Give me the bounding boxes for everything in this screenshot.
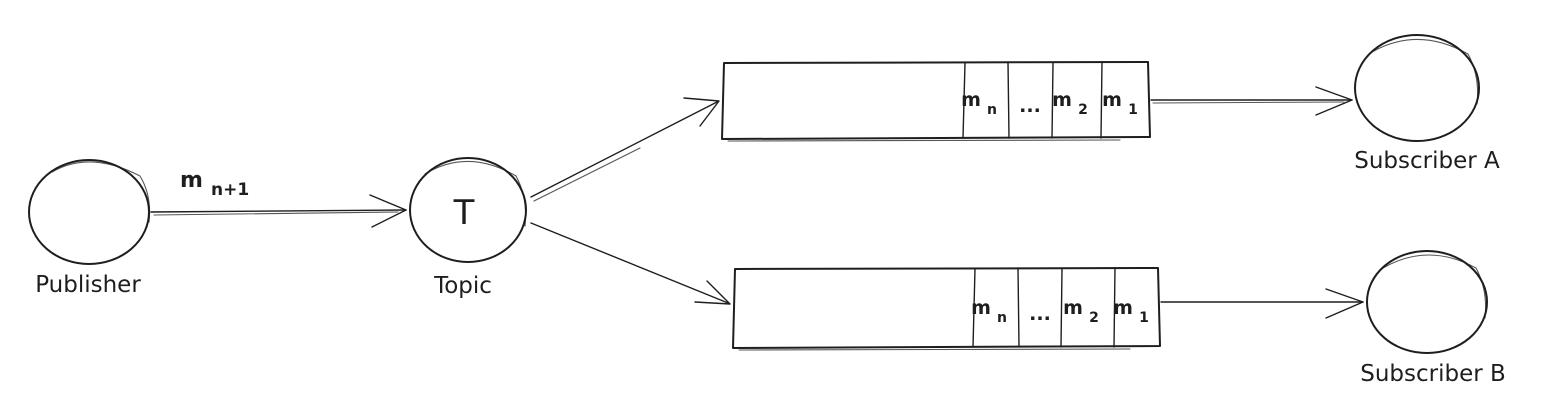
queue-b-cell-ellipsis: ... xyxy=(1029,303,1051,325)
queue-a-cell-m2: m 2 xyxy=(1052,89,1088,118)
queue-b-sketch-stroke xyxy=(738,348,1131,351)
publisher-label: Publisher xyxy=(35,272,141,298)
topic-to-queue-a-arrow xyxy=(530,97,720,202)
topic-label: Topic xyxy=(433,273,492,299)
subscriber-a-node: Subscriber A xyxy=(1354,34,1500,174)
topic-to-queue-b-arrow xyxy=(530,222,731,305)
queue-b: m n ... m 2 m 1 xyxy=(732,267,1161,351)
subscriber-b-node: Subscriber B xyxy=(1360,250,1506,387)
publish-message-label: m n+1 xyxy=(180,168,249,200)
subscriber-b-sketch-stroke xyxy=(1382,254,1487,319)
queue-a: m n ... m 2 m 1 xyxy=(721,61,1151,142)
publish-arrowhead-icon xyxy=(369,194,407,228)
queue-a-cell-dividers xyxy=(962,61,1103,139)
subscriber-a-label: Subscriber A xyxy=(1354,148,1500,174)
publisher-circle-sketch-stroke xyxy=(51,161,151,223)
fanout-bottom-arrowhead-icon xyxy=(694,280,731,305)
deliver-a-arrowhead-icon xyxy=(1315,86,1353,116)
queue-b-cell-dividers xyxy=(972,267,1116,348)
topic-symbol: T xyxy=(453,193,475,233)
subscriber-a-circle xyxy=(1354,34,1480,142)
fanout-top-line-double xyxy=(533,147,641,202)
subscriber-b-circle xyxy=(1366,250,1488,354)
subscriber-a-sketch-stroke xyxy=(1371,38,1479,105)
publisher-circle xyxy=(28,159,150,265)
fanout-bottom-line xyxy=(530,222,729,304)
queue-a-sketch-stroke xyxy=(727,139,1121,142)
queue-b-box xyxy=(732,267,1161,349)
publish-arrow-line-double xyxy=(153,211,399,216)
publisher-node: Publisher xyxy=(28,159,151,298)
queue-a-cell-mn: m n xyxy=(961,89,997,118)
queue-a-cell-ellipsis: ... xyxy=(1019,95,1041,117)
queue-b-to-subscriber-b-arrow xyxy=(1160,288,1364,319)
queue-a-to-subscriber-a-arrow xyxy=(1150,86,1353,116)
publish-arrow-line xyxy=(150,209,407,213)
fanout-top-arrowhead-icon xyxy=(683,97,720,127)
publish-message-base: m xyxy=(180,168,203,193)
queue-a-cell-m1: m 1 xyxy=(1102,89,1138,118)
deliver-a-line-double xyxy=(1152,101,1345,104)
deliver-b-arrowhead-icon xyxy=(1325,288,1364,319)
topic-node: T Topic xyxy=(409,157,527,299)
queue-b-cell-m2: m 2 xyxy=(1063,297,1099,326)
fanout-top-line xyxy=(530,101,718,198)
queue-b-cell-m1: m 1 xyxy=(1113,297,1149,326)
publish-arrow: m n+1 xyxy=(150,168,407,228)
topic-circle-sketch-stroke xyxy=(424,160,527,227)
queue-b-cell-mn: m n xyxy=(971,297,1007,326)
subscriber-b-label: Subscriber B xyxy=(1360,361,1506,387)
publish-message-subscript: n+1 xyxy=(211,180,249,200)
queue-a-box xyxy=(721,61,1151,140)
